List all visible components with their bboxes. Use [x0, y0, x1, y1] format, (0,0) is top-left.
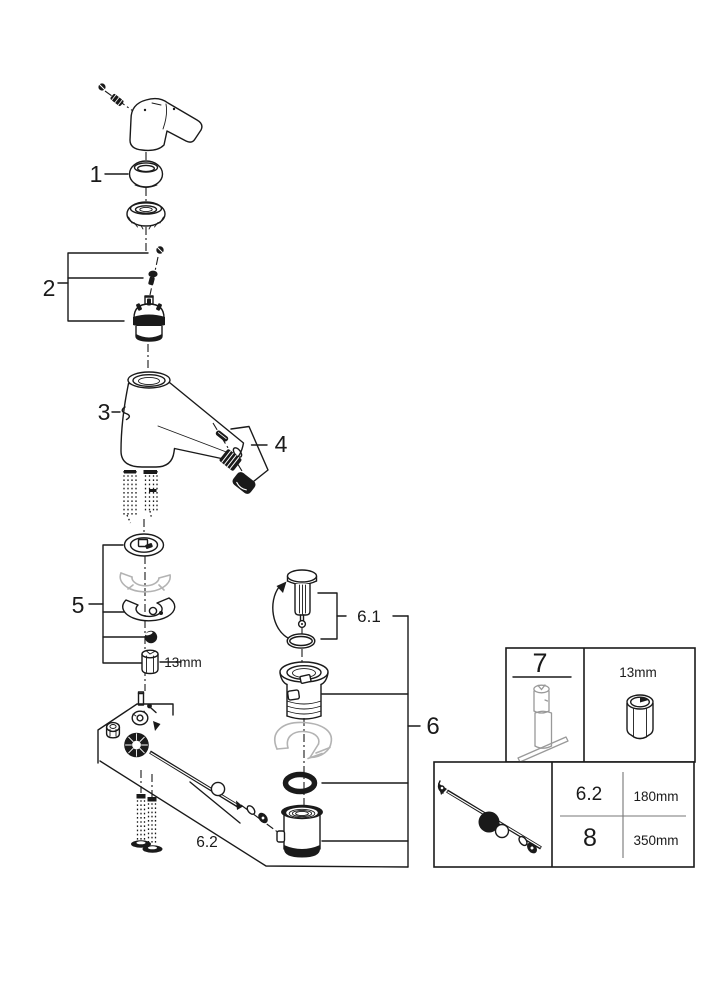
- mounting-nut-13mm: 13mm: [141, 649, 202, 675]
- popup-rod: [149, 750, 303, 851]
- part6-label: 6: [426, 713, 439, 740]
- info-box-tool: 7 13mm: [505, 647, 696, 763]
- flow-restrictor-icon: [219, 449, 242, 471]
- part2-bracket: [67, 252, 149, 322]
- table-row2-part: 8: [583, 824, 597, 852]
- tool-box-border: [505, 647, 696, 763]
- popup-plug: [272, 569, 318, 639]
- nut-size-label: 13mm: [164, 655, 202, 670]
- mounting-studs: [131, 770, 163, 853]
- pivot-nut: [105, 721, 121, 739]
- table-row2-length: 350mm: [633, 833, 678, 848]
- pivot-disc: [124, 732, 149, 758]
- part2-label: 2: [43, 275, 56, 301]
- part62-frame-line: [99, 760, 409, 868]
- handle-assembly: [129, 97, 203, 164]
- drain-o-ring: [282, 771, 318, 795]
- pivot-screw-tip: [153, 721, 161, 731]
- part62-label: 6.2: [196, 834, 218, 851]
- socket-nut-icon: [626, 694, 654, 740]
- part5-label: 5: [72, 592, 85, 618]
- info-box-rod-lengths: 6.2 180mm 8 350mm: [433, 761, 695, 868]
- rod-box-border: [433, 761, 695, 868]
- part4-label: 4: [275, 431, 288, 457]
- mounting-bracket-assembly: 6.2: [97, 691, 409, 868]
- part3-label: 3: [98, 399, 111, 425]
- rod-variant-icon: [437, 780, 542, 854]
- part61-label: 6.1: [357, 607, 381, 626]
- faucet-body-outline: [120, 381, 245, 468]
- table-row1-length: 180mm: [633, 789, 678, 804]
- table-row1-part: 6.2: [576, 784, 602, 805]
- part2-cartridge-group: 2: [43, 246, 165, 370]
- drain-flange: [279, 661, 329, 720]
- part1-label: 1: [90, 161, 103, 187]
- aerator-washer-icon: [215, 430, 229, 442]
- part3-faucet-body: 3: [98, 371, 245, 533]
- tool-wrench-size: 13mm: [619, 665, 657, 680]
- part1-cap-ring: 1: [90, 160, 164, 203]
- part4-bracket: [230, 425, 269, 483]
- rotation-arrow: [272, 586, 289, 639]
- aerator-cap-icon: [232, 472, 256, 494]
- lever-handle: [129, 97, 203, 152]
- pivot-horseshoe: [131, 710, 149, 726]
- bracket-plate-outline: [97, 703, 174, 764]
- cartridge: [133, 295, 165, 342]
- phantom-retaining-clip: [119, 572, 171, 593]
- retaining-clip: [122, 597, 176, 622]
- mounting-tool-icon: [517, 684, 569, 763]
- drain-assembly: 6.1 6: [272, 569, 440, 868]
- part61-bracket: [317, 592, 338, 640]
- tool-part-number: 7: [532, 648, 547, 678]
- part5-mounting-group: 5 13mm: [72, 533, 202, 691]
- part4-aerator-group: 4: [212, 422, 288, 494]
- phantom-drain-clip: [274, 721, 333, 760]
- grommet-icon: [148, 270, 158, 278]
- escutcheon-ring: [126, 201, 166, 251]
- drain-body-bottom: [276, 804, 323, 858]
- threaded-shank: [123, 470, 158, 524]
- handle-set-screw: [98, 83, 134, 112]
